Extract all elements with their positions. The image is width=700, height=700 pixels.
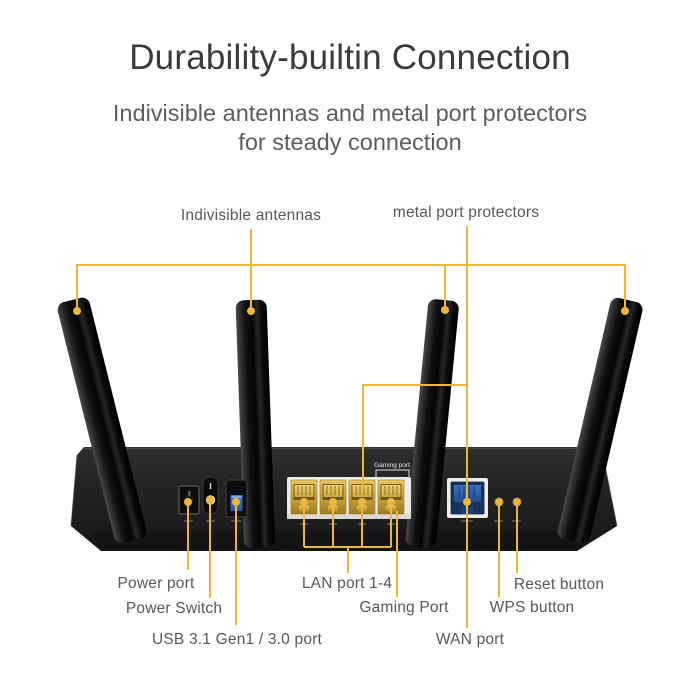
line-antenna-bus	[76, 264, 626, 309]
line-metal-port-branch	[362, 384, 467, 490]
antenna-1	[57, 297, 147, 543]
antenna-3	[405, 299, 459, 548]
page-subtitle: Indivisible antennas and metal port prot…	[113, 99, 587, 157]
label-metal-port-protectors: metal port protectors	[392, 204, 540, 221]
callout-dots	[73, 306, 629, 506]
gaming-port-bracket	[375, 469, 410, 479]
lan-port-4-gaming	[377, 479, 405, 515]
label-power-port: Power port	[117, 575, 195, 592]
label-usb-port: USB 3.1 Gen1 / 3.0 port	[151, 631, 323, 648]
label-indivisible-antennas: Indivisible antennas	[180, 207, 322, 224]
lan-ports	[290, 479, 405, 515]
subtitle-line-2: for steady connection	[238, 129, 462, 155]
antenna-4	[557, 297, 643, 544]
label-wps-button: WPS button	[489, 599, 575, 616]
label-reset-button: Reset button	[513, 576, 605, 593]
label-wan-port: WAN port	[435, 631, 505, 648]
page-title: Durability-builtin Connection	[129, 38, 571, 77]
line-lan-group	[303, 505, 392, 573]
gaming-port-tag: Gaming port	[374, 462, 410, 469]
subtitle-line-1: Indivisible antennas and metal port prot…	[112, 100, 588, 126]
label-lan-ports: LAN port 1-4	[301, 575, 393, 592]
label-gaming-port: Gaming Port	[359, 599, 449, 616]
label-power-switch: Power Switch	[125, 600, 223, 617]
